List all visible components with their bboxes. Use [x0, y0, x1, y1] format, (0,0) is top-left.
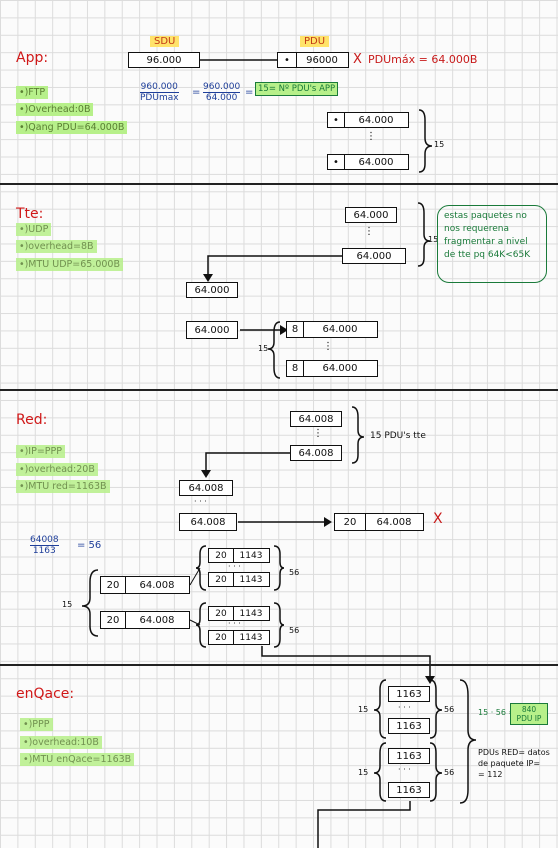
red-cross-icon: X — [433, 511, 443, 527]
enlace-frame: 1163 — [388, 748, 430, 764]
red-packet: 20 64.008 — [100, 576, 190, 594]
red-enlace-arrow — [261, 646, 431, 678]
red-count-label: 15 PDU's tte — [370, 431, 426, 441]
tte-left-bracket — [267, 321, 281, 379]
app-stack-count: 15 — [434, 140, 445, 149]
red-packet: 20 64.008 — [334, 513, 424, 531]
red-note: •)IP=PPP — [16, 445, 65, 458]
sdu-value: 96.000 — [146, 54, 182, 66]
enlace-note: •)overhead:10B — [20, 736, 102, 749]
tte-note-bubble: estas paquetes no nos requerena fragment… — [437, 205, 547, 283]
fraction-1: 960.000 PDUmax — [140, 82, 179, 103]
red-frag-count: 56 — [289, 568, 300, 577]
enlace-count-right: 56 — [444, 705, 455, 714]
red-block: 64.008 — [179, 480, 233, 496]
red-outer-count: 15 — [62, 600, 73, 609]
red-fragment: 20 1143 — [208, 572, 270, 587]
enlace-note: •)MTU enQace=1163B — [20, 753, 135, 766]
tte-note: •)UDP — [16, 223, 52, 236]
app-note: •)Overhead:0B — [16, 103, 94, 116]
red-fragment: 20 1143 — [208, 548, 270, 563]
tte-segment: 8 64.000 — [286, 360, 378, 377]
tte-count: 15 — [428, 235, 439, 244]
section-divider — [0, 183, 558, 185]
fraction-2: 960.000 64.000 — [203, 82, 241, 103]
red-outer-bracket — [81, 569, 99, 637]
enlace-outer-bracket — [459, 679, 477, 804]
red-block: 64.008 — [290, 411, 342, 427]
app-stack-bracket — [418, 109, 433, 173]
red-block: 64.008 — [290, 445, 342, 461]
app-stack-item: • 64.000 — [327, 154, 409, 170]
section-divider — [0, 389, 558, 391]
app-stack-item: • 64.000 — [327, 112, 409, 128]
red-note: •)overhead:20B — [16, 463, 98, 476]
tte-segment: 8 64.000 — [286, 321, 378, 338]
red-packet: 20 64.008 — [100, 611, 190, 629]
red-block: 64.008 — [179, 513, 237, 531]
app-note: •)Qang PDU=64.000B — [16, 121, 128, 134]
pdu-box: • 96000 — [277, 52, 349, 68]
sdu-box: 96.000 — [128, 52, 200, 68]
tte-note: •)MTU UDP=65.000B — [16, 258, 123, 271]
enlace-count-left: 15 — [358, 768, 369, 777]
pdu-header: • — [278, 53, 297, 67]
sdu-label: SDU — [150, 36, 180, 47]
enlace-note: •)PPP — [20, 718, 53, 731]
red-frag-count: 56 — [289, 626, 300, 635]
enlace-count-right: 56 — [444, 768, 455, 777]
enlace-frame: 1163 — [388, 686, 430, 702]
tte-block: 64.000 — [186, 321, 238, 339]
tte-block: 64.000 — [342, 248, 406, 264]
tte-note: •)overhead=8B — [16, 240, 97, 253]
section-divider — [0, 664, 558, 666]
enlace-calc: 15 · 56 = — [478, 708, 516, 717]
section-title-app: App: — [16, 50, 49, 66]
enlace-frame: 1163 — [388, 782, 430, 798]
enlace-result: 840 PDU IP — [510, 703, 548, 725]
red-note: •)MTU red=1163B — [16, 480, 110, 493]
pdu-value: 96000 — [306, 54, 338, 66]
red-calc: 64008 1163 — [30, 535, 59, 556]
cross-icon: X — [353, 52, 362, 67]
red-fragment: 20 1143 — [208, 630, 270, 645]
tte-segment-count: 15 — [258, 344, 269, 353]
red-right-bracket — [351, 406, 365, 464]
red-fragment: 20 1143 — [208, 606, 270, 621]
section-title-red: Red: — [16, 412, 48, 428]
pdu-label: PDU — [300, 36, 330, 47]
app-result: 15= Nº PDU's APP — [255, 82, 339, 96]
tte-block: 64.000 — [345, 207, 397, 223]
section-title-enlace: enQace: — [16, 686, 75, 702]
tte-block: 64.000 — [186, 282, 238, 298]
enlace-count-left: 15 — [358, 705, 369, 714]
tte-down-arrow — [207, 255, 342, 276]
enlace-frame: 1163 — [388, 718, 430, 734]
tte-right-bracket — [417, 202, 431, 267]
section-title-tte: Tte: — [16, 206, 44, 222]
app-note: •)FTP — [16, 86, 49, 99]
red-down-arrow — [205, 452, 290, 472]
pdu-max-label: PDUmáx = 64.000B — [368, 53, 478, 66]
